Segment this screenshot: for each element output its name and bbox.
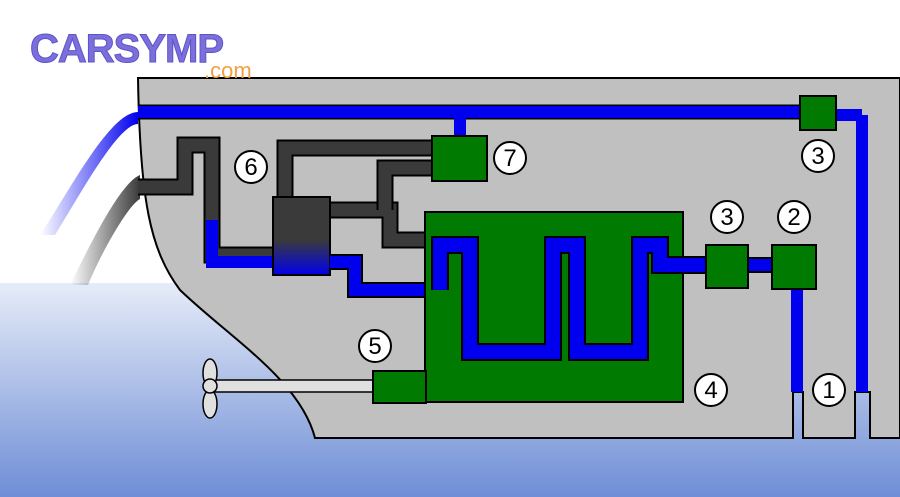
label-6-text: 6 [244, 154, 257, 181]
label-5: 5 [358, 329, 392, 363]
top-coolant-pipe [138, 104, 862, 136]
thermostat-box-top [799, 95, 837, 131]
exhaust-riser [138, 136, 278, 268]
carsymp-logo: CARSYMP .com [30, 27, 252, 84]
raw-water-intake [791, 115, 868, 392]
label-7-text: 7 [503, 145, 516, 172]
label-2-text: 2 [787, 204, 800, 231]
pump-box [771, 244, 817, 290]
logo-main-text: CARSYMP [30, 27, 223, 71]
propeller-shaft [214, 379, 376, 393]
propeller-icon [202, 358, 218, 419]
exhaust-pipe-outside [70, 175, 140, 285]
label-6: 6 [234, 150, 268, 184]
label-3-mid-text: 3 [720, 204, 733, 231]
label-3-top: 3 [801, 139, 835, 173]
label-4-text: 4 [704, 377, 717, 404]
gearbox-box [372, 370, 427, 404]
label-3-mid: 3 [710, 200, 744, 234]
label-3-top-text: 3 [811, 143, 824, 170]
label-7: 7 [493, 141, 527, 175]
engine-outlet-pipe [330, 254, 440, 298]
heat-exchanger-box [431, 135, 488, 182]
thermostat-box-mid [705, 244, 749, 289]
logo-sub-text: .com [204, 58, 252, 83]
label-4: 4 [694, 373, 728, 407]
mixing-elbow [272, 196, 331, 276]
engine-coolant-passage [431, 236, 706, 361]
label-5-text: 5 [368, 333, 381, 360]
exhaust-manifold [276, 139, 432, 249]
inlet-pipe-outside [40, 112, 138, 235]
label-1: 1 [812, 373, 846, 407]
label-1-text: 1 [822, 377, 835, 404]
label-2: 2 [777, 200, 811, 234]
